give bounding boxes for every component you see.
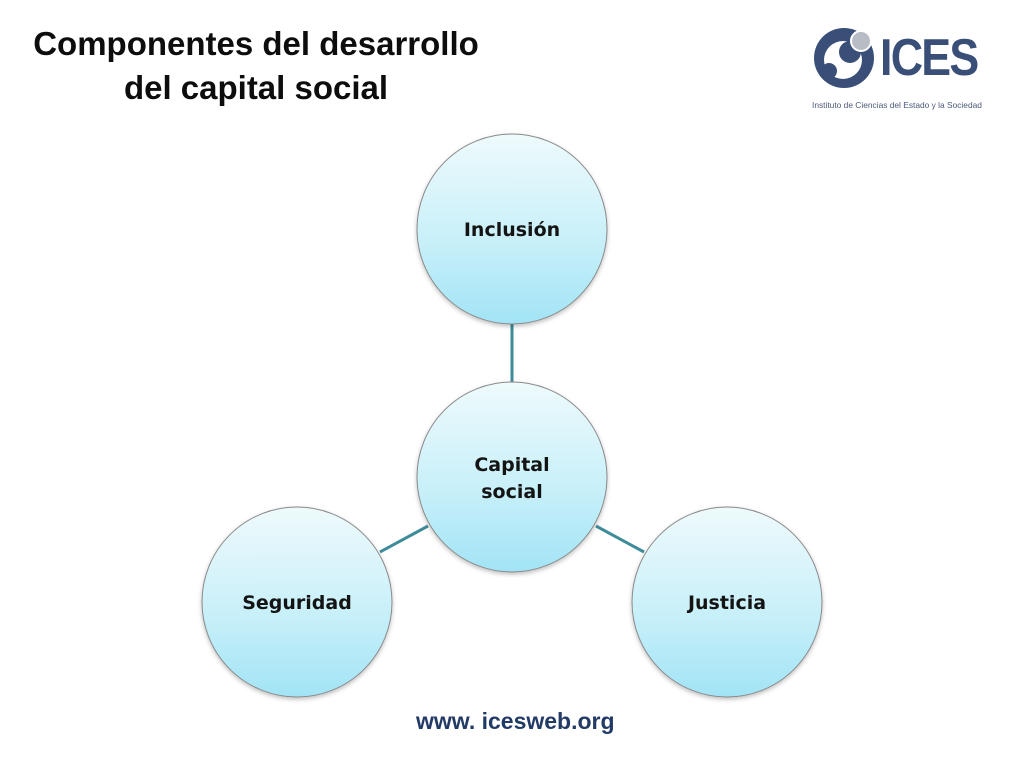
slide-title-line-2: del capital social xyxy=(123,69,389,106)
ices-logo-icon xyxy=(814,28,874,88)
node-seguridad: Seguridad xyxy=(201,506,393,698)
connector-right xyxy=(595,524,645,554)
node-capital-social-label-line-1: Capital xyxy=(474,454,549,476)
node-inclusion-label: Inclusión xyxy=(464,219,560,241)
footer-website-link[interactable]: www. icesweb.org xyxy=(416,708,615,734)
node-capital-social: Capital social xyxy=(416,381,608,573)
slide-title-line-1: Componentes del desarrollo xyxy=(33,25,479,62)
node-justicia-label: Justicia xyxy=(686,592,766,614)
node-justicia: Justicia xyxy=(631,506,823,698)
node-inclusion: Inclusión xyxy=(416,133,608,325)
ices-logo-subtitle: Instituto de Ciencias del Estado y la So… xyxy=(812,100,982,110)
slide-title: Componentes del desarrollo del capital s… xyxy=(0,22,512,110)
ices-logo-wordmark: ICES xyxy=(880,29,979,87)
node-seguridad-label: Seguridad xyxy=(242,592,352,614)
connector-left xyxy=(379,524,429,554)
ices-logo: ICES Instituto de Ciencias del Estado y … xyxy=(806,24,990,116)
node-capital-social-label-line-2: social xyxy=(481,481,542,503)
